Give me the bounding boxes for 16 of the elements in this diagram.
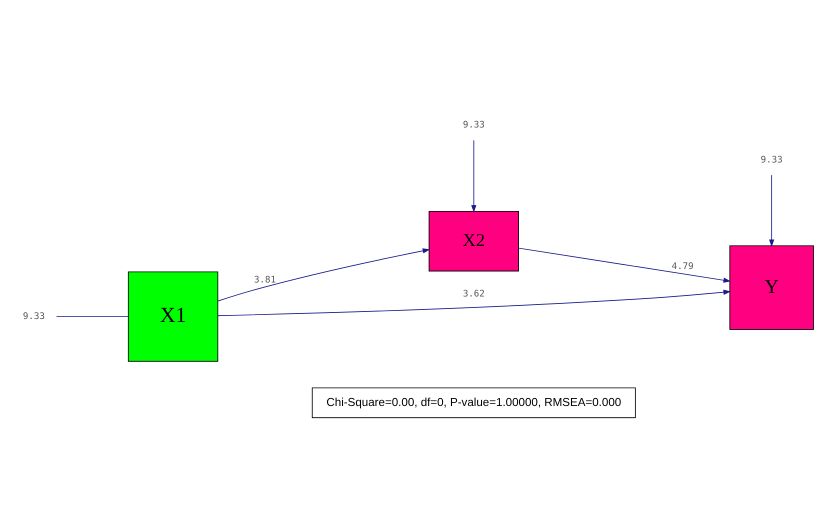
node-text: 9.33: [760, 154, 783, 165]
arrow: [769, 174, 774, 246]
arrow: [217, 289, 731, 316]
node-box: X2: [428, 210, 519, 271]
edge-label: 3.81: [254, 274, 276, 285]
node-box: Y: [729, 244, 814, 330]
arrow: [471, 139, 476, 212]
node-box: X1: [128, 270, 218, 362]
edge-label: 3.62: [462, 289, 485, 300]
arrow: [217, 248, 430, 301]
node-text: 9.33: [22, 311, 45, 322]
connector: [56, 316, 128, 317]
edge-label: 4.79: [672, 262, 694, 272]
node-text: 9.33: [462, 120, 485, 130]
arrow: [518, 247, 731, 282]
node-box: Chi-Square=0.00, df=0, P-value=1.00000, RMSEA=0.000: [312, 386, 636, 418]
